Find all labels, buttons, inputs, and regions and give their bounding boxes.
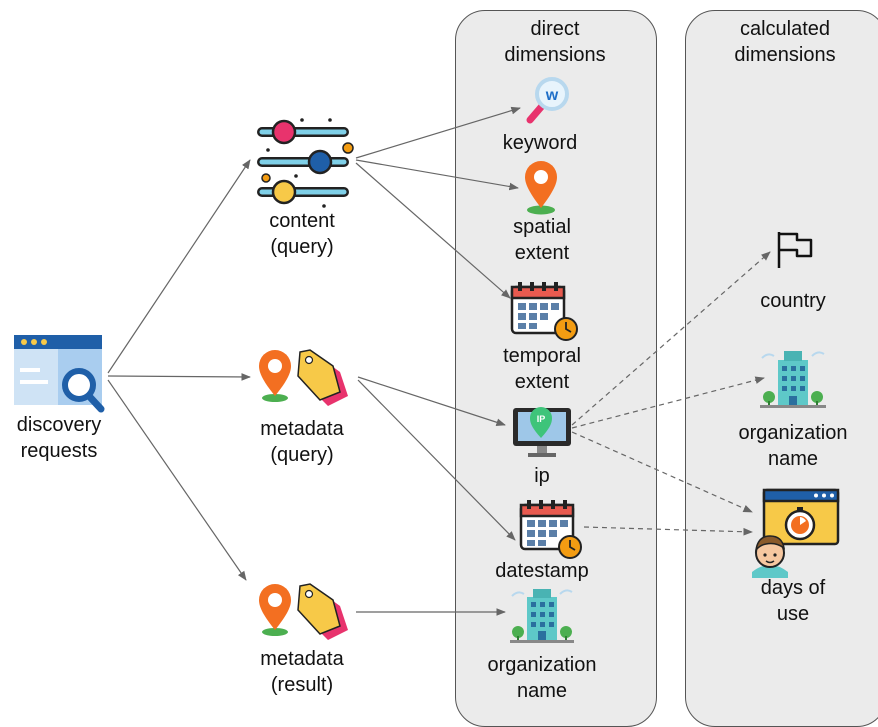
diagram-canvas: w IP	[14, 77, 840, 643]
keyword-label: keyword	[480, 130, 600, 156]
edge-discovery-content	[107, 159, 251, 374]
edge-ip-country	[571, 251, 771, 426]
edge-discovery-metadata-result	[107, 379, 247, 581]
metadata-result-label: metadata (result)	[242, 646, 362, 698]
direct-dimensions-title: direct dimensions	[480, 16, 630, 68]
calc-organization-name-label: organization name	[733, 420, 853, 472]
office-building-icon	[760, 351, 826, 408]
calc-organization-line2: name	[767, 448, 819, 470]
discovery-line1: discovery	[16, 414, 102, 436]
ip-label: ip	[482, 463, 602, 489]
sliders-icon	[257, 118, 354, 208]
metadata-result-line1: metadata	[260, 648, 344, 670]
flag-icon	[777, 232, 813, 268]
edge-metadata-query-datestamp	[357, 379, 516, 541]
datestamp-label: datestamp	[482, 558, 602, 584]
organization-line2: name	[516, 680, 568, 702]
calculated-title-line1: calculated	[739, 18, 831, 40]
calculated-title-line2: dimensions	[734, 44, 836, 66]
content-line1: content	[269, 210, 335, 232]
metadata-query-line2: (query)	[270, 444, 334, 466]
discovery-line2: requests	[20, 440, 98, 462]
temporal-line2: extent	[514, 371, 570, 393]
days-line2: use	[776, 603, 810, 625]
days-of-use-label: days of use	[733, 575, 853, 627]
edge-content-keyword	[355, 106, 521, 159]
ip-icon-text: IP	[537, 414, 546, 424]
svg-text:w: w	[545, 87, 559, 104]
spatial-line1: spatial	[513, 216, 571, 238]
browser-timer-user-icon	[752, 488, 840, 578]
calendar-clock-icon	[510, 282, 578, 341]
direct-title-line2: dimensions	[504, 44, 606, 66]
keyword-line1: keyword	[502, 132, 578, 154]
country-line1: country	[760, 290, 826, 312]
magnifier-w-icon: w	[526, 77, 569, 124]
metadata-result-line2: (result)	[270, 674, 334, 696]
temporal-extent-label: temporal extent	[482, 343, 602, 395]
organization-line1: organization	[487, 654, 597, 676]
content-query-label: content (query)	[242, 208, 362, 260]
spatial-line2: extent	[514, 242, 570, 264]
office-building-icon	[510, 589, 574, 643]
content-line2: (query)	[270, 236, 334, 258]
edge-content-temporal	[355, 162, 511, 299]
edge-metadata-query-ip	[357, 376, 506, 426]
calendar-clock-icon	[519, 500, 582, 559]
edge-discovery-metadata-query	[107, 373, 251, 381]
country-label: country	[733, 288, 853, 314]
spatial-extent-label: spatial extent	[482, 214, 602, 266]
direct-title-line1: direct	[530, 18, 580, 40]
ip-line1: ip	[534, 465, 550, 487]
temporal-line1: temporal	[503, 345, 581, 367]
organization-name-label: organization name	[482, 652, 602, 704]
calculated-dimensions-title: calculated dimensions	[705, 16, 865, 68]
pin-and-tags-icon	[259, 583, 348, 640]
metadata-query-line1: metadata	[260, 418, 344, 440]
datestamp-line1: datestamp	[495, 560, 589, 582]
edge-ip-calc-organization	[571, 376, 765, 429]
edge-ip-days	[571, 431, 753, 513]
pin-and-tags-icon	[259, 349, 348, 406]
monitor-ip-icon: IP	[513, 407, 571, 457]
edge-datestamp-days	[583, 526, 753, 536]
location-pin-icon	[525, 161, 557, 215]
web-search-window-icon	[14, 335, 105, 413]
days-line1: days of	[760, 577, 826, 599]
metadata-query-label: metadata (query)	[242, 416, 362, 468]
calc-organization-line1: organization	[738, 422, 848, 444]
discovery-requests-label: discovery requests	[0, 412, 118, 464]
edge-content-spatial	[355, 159, 519, 191]
